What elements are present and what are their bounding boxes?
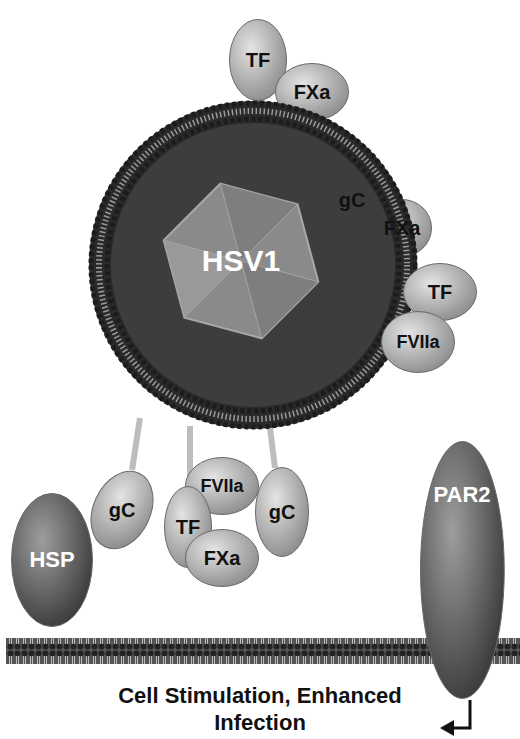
protein-label: gC bbox=[339, 189, 366, 212]
protein-oval: gC bbox=[92, 468, 152, 552]
receptor-oval: PAR2 bbox=[419, 440, 506, 700]
protein-oval: FVIIa bbox=[380, 310, 456, 374]
protein-label: TF bbox=[428, 281, 452, 304]
signal-arrow bbox=[440, 700, 470, 736]
protein-label: FXa bbox=[384, 217, 421, 240]
caption-note: Cell Stimulation, Enhanced Infection bbox=[110, 682, 410, 736]
receptor-oval: HSP bbox=[10, 492, 94, 628]
protein-label: gC bbox=[269, 501, 296, 524]
protein-label: PAR2 bbox=[433, 482, 490, 508]
protein-label: FXa bbox=[204, 547, 241, 570]
virion: HSV1 bbox=[85, 97, 421, 433]
protein-label: TF bbox=[176, 516, 200, 539]
protein-label: HSP bbox=[29, 547, 74, 573]
protein-oval: gC bbox=[254, 466, 310, 558]
protein-label: gC bbox=[109, 499, 136, 522]
shape bbox=[419, 440, 506, 700]
protein-label: FVIIa bbox=[200, 476, 243, 497]
protein-label: HSV1 bbox=[202, 244, 280, 278]
protein-label: FVIIa bbox=[396, 332, 439, 353]
protein-label: TF bbox=[246, 49, 270, 72]
protein-label: FXa bbox=[294, 81, 331, 104]
